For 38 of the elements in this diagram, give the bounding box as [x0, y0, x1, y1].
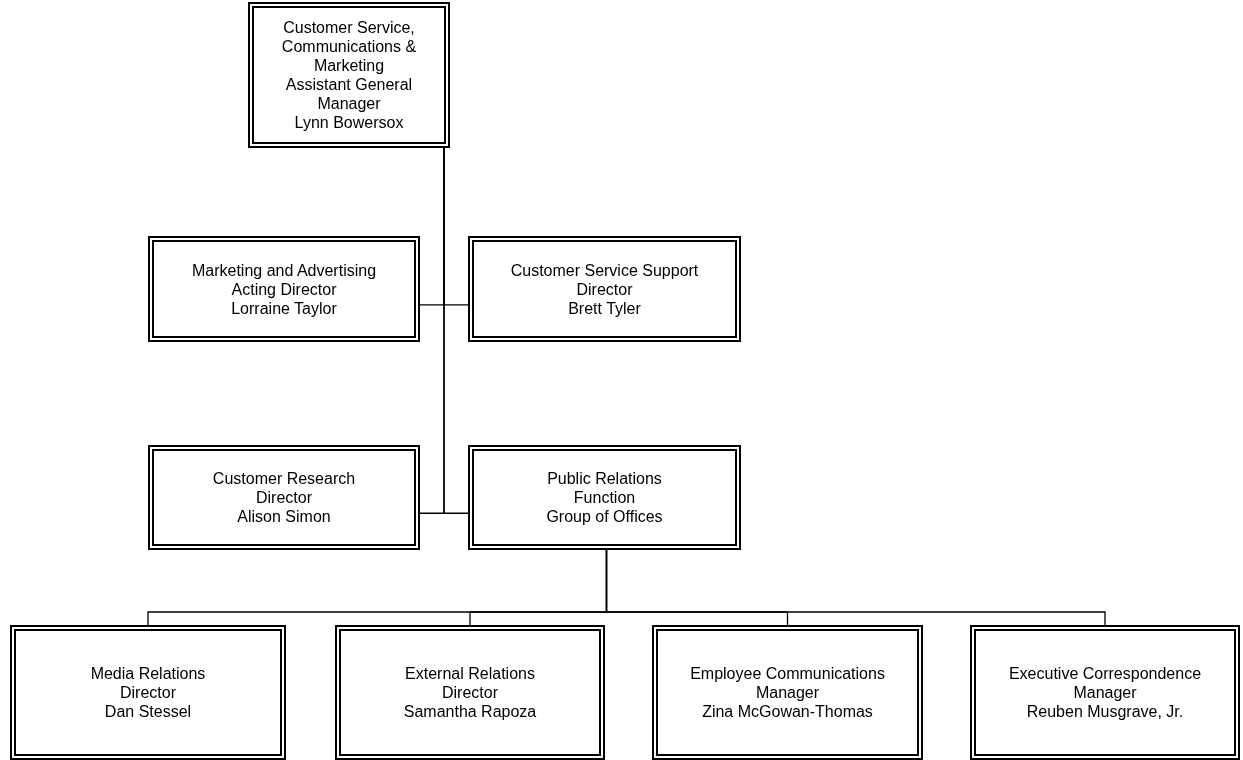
org-unit-box	[468, 445, 741, 550]
org-unit-box	[468, 236, 741, 342]
heading-text: Customer Service, Communications & Marketing	[280, 18, 418, 75]
detail-text: Reuben Musgrave, Jr.	[1026, 702, 1184, 721]
connector-line	[443, 147, 469, 514]
heading-text: External Relations	[405, 664, 535, 683]
heading-text: Customer Service Support	[510, 260, 699, 280]
heading-text: Media Relations	[90, 664, 206, 683]
org-unit-box	[970, 625, 1240, 760]
detail-text: Director	[256, 488, 312, 507]
detail-text: Lynn Bowersox	[294, 113, 404, 132]
detail-text: Dan Stessel	[104, 702, 192, 721]
detail-text: Group of Offices	[546, 507, 663, 526]
detail-text: Director	[576, 279, 633, 299]
detail-text: Director	[120, 683, 176, 702]
heading-text: Customer Research	[212, 469, 356, 488]
detail-text: Assistant General Manager	[284, 75, 414, 113]
org-unit-box	[335, 625, 605, 760]
org-unit-box	[652, 625, 923, 760]
connector-line	[605, 549, 1106, 626]
org-unit-box	[248, 2, 450, 148]
detail-text: Acting Director	[231, 279, 337, 299]
detail-text: Manager	[755, 683, 820, 702]
detail-text: Alison Simon	[237, 507, 331, 526]
org-unit-box	[10, 625, 286, 760]
detail-text: Samantha Rapoza	[403, 702, 537, 721]
heading-text: Public Relations	[547, 469, 662, 488]
org-unit-box	[148, 445, 420, 550]
detail-text: Manager	[1073, 683, 1137, 702]
detail-text: Director	[442, 683, 498, 702]
detail-text: Function	[573, 488, 636, 507]
heading-text: Employee Communications	[690, 664, 885, 683]
detail-text: Zina McGowan-Thomas	[702, 702, 873, 721]
detail-text: Brett Tyler	[568, 298, 641, 318]
detail-text: Lorraine Taylor	[231, 298, 337, 318]
org-unit-box	[148, 236, 420, 342]
heading-text: Executive Correspondence	[1008, 664, 1202, 683]
heading-text: Marketing and Advertising	[191, 260, 377, 280]
